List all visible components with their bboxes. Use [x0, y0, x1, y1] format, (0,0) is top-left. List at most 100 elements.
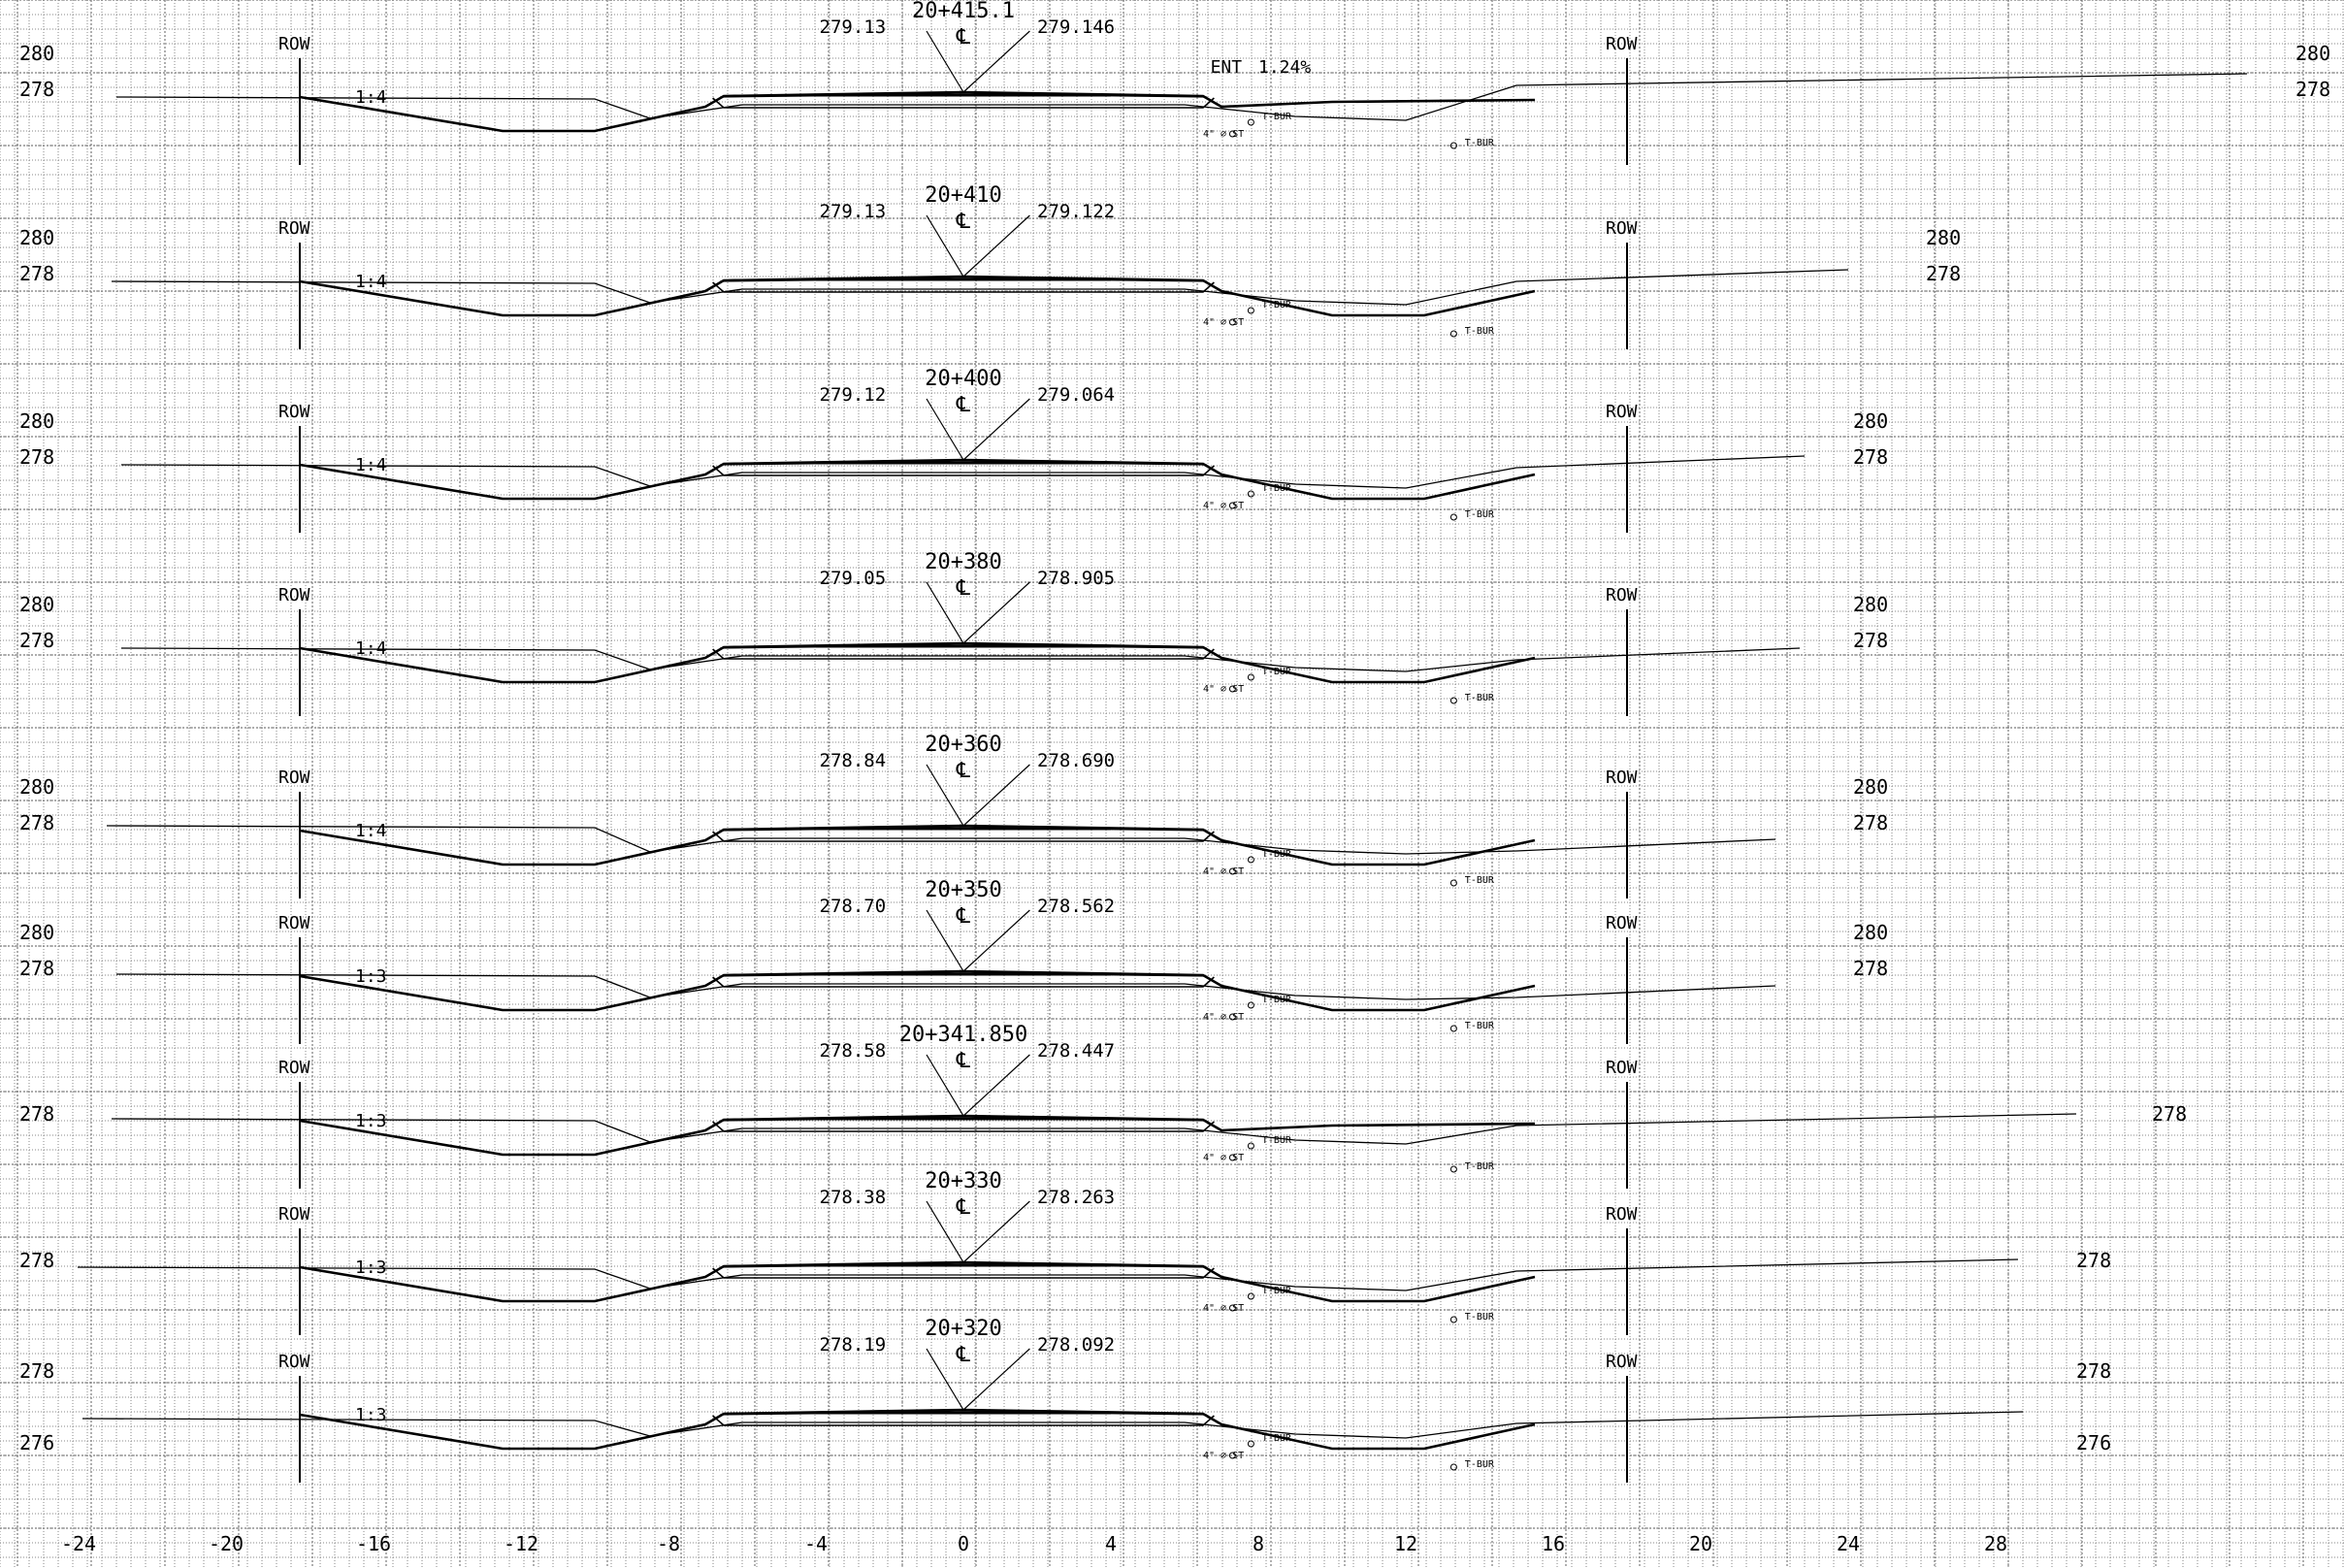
tbur-circle: [1449, 330, 1457, 338]
elevation-label-right: 278: [2076, 1359, 2111, 1383]
leader-left: [926, 214, 964, 278]
right-elevation: 278.092: [1037, 1334, 1115, 1356]
elevation-label-right: 278: [1926, 262, 1961, 285]
elevation-label-right: 280: [1853, 409, 1888, 433]
left-elevation: 278.38: [820, 1187, 887, 1208]
elevation-label-left: 278: [19, 629, 54, 652]
right-elevation: 279.146: [1037, 16, 1115, 38]
slope-label: 1:3: [355, 1111, 387, 1131]
slope-label: 1:4: [355, 272, 387, 292]
x-axis-tick-label: -4: [804, 1532, 828, 1555]
storm-pipe-label: 4" ⌀ ST: [1203, 1153, 1244, 1163]
leader-left: [926, 581, 964, 644]
elevation-label-right: 278: [1853, 629, 1888, 652]
row-label: ROW: [278, 913, 310, 933]
x-axis-tick-label: -16: [356, 1532, 391, 1555]
leader-right: [962, 909, 1030, 972]
elevation-label-left: 276: [19, 1431, 54, 1454]
centerline-symbol: ℄: [956, 576, 971, 601]
leader-left: [926, 1200, 964, 1263]
x-axis-tick-label: 0: [958, 1532, 969, 1555]
station-label: 20+320: [925, 1317, 1001, 1341]
tbur-label: T-BUR: [1465, 1021, 1495, 1031]
right-elevation: 278.690: [1037, 750, 1115, 771]
row-label: ROW: [1606, 1058, 1638, 1078]
elevation-label-left: 278: [19, 262, 54, 285]
x-axis-tick-label: 28: [1984, 1532, 2007, 1555]
row-label: ROW: [1606, 34, 1638, 54]
elevation-label-right: 280: [1853, 921, 1888, 944]
leader-left: [926, 1054, 964, 1117]
pipe-circle: [1228, 685, 1236, 693]
elevation-label-right: 276: [2076, 1431, 2111, 1454]
elevation-label-right: 278: [2295, 78, 2330, 101]
row-label: ROW: [278, 1058, 310, 1078]
x-axis-tick-label: 16: [1542, 1532, 1565, 1555]
storm-pipe-label: 4" ⌀ ST: [1203, 129, 1244, 140]
elevation-label-right: 278: [1853, 445, 1888, 469]
right-elevation: 278.447: [1037, 1040, 1115, 1062]
row-label: ROW: [278, 1204, 310, 1225]
tbur-circle: [1449, 879, 1457, 887]
left-elevation: 279.05: [820, 568, 887, 589]
left-elevation: 279.13: [820, 16, 887, 38]
existing-ground: [120, 455, 1806, 489]
leader-right: [962, 30, 1030, 93]
tbur-circle: [1449, 142, 1457, 149]
elevation-label-right: 278: [1853, 957, 1888, 980]
elevation-label-right: 278: [2076, 1249, 2111, 1272]
station-label: 20+350: [925, 878, 1001, 902]
storm-pipe-label: 4" ⌀ ST: [1203, 317, 1244, 328]
row-label: ROW: [1606, 218, 1638, 239]
tbur-label: T-BUR: [1262, 483, 1292, 494]
elevation-label-left: 280: [19, 42, 54, 65]
pipe-circle: [1228, 502, 1236, 509]
pipe-circle: [1247, 1292, 1254, 1300]
pipe-circle: [1247, 673, 1254, 681]
x-axis-tick-label: -8: [657, 1532, 680, 1555]
pipe-circle: [1228, 1452, 1236, 1459]
pipe-circle: [1247, 118, 1254, 126]
pipe-circle: [1247, 1142, 1254, 1150]
elevation-label-right: 278: [2152, 1102, 2187, 1126]
slope-label: 1:4: [355, 87, 387, 108]
pavement-base: [712, 1121, 1215, 1132]
leader-right: [962, 214, 1030, 278]
elevation-label-right: 280: [1853, 775, 1888, 799]
leader-right: [962, 398, 1030, 461]
leader-right: [962, 764, 1030, 827]
pavement-base: [712, 831, 1215, 842]
elevation-label-left: 280: [19, 593, 54, 616]
tbur-circle: [1449, 1463, 1457, 1471]
tbur-label: T-BUR: [1465, 693, 1495, 703]
row-label: ROW: [1606, 402, 1638, 422]
right-elevation: 279.122: [1037, 201, 1115, 222]
x-axis-tick-label: -24: [61, 1532, 96, 1555]
tbur-label: T-BUR: [1465, 875, 1495, 886]
tbur-label: T-BUR: [1465, 1312, 1495, 1323]
pipe-circle: [1247, 856, 1254, 864]
x-axis-tick-label: 12: [1394, 1532, 1417, 1555]
elevation-label-left: 278: [19, 1249, 54, 1272]
elevation-label-left: 278: [19, 811, 54, 834]
slope-label: 1:4: [355, 638, 387, 659]
tbur-circle: [1449, 697, 1457, 704]
row-label: ROW: [278, 218, 310, 239]
elevation-label-left: 280: [19, 775, 54, 799]
row-label: ROW: [1606, 585, 1638, 605]
row-label: ROW: [1606, 1204, 1638, 1225]
storm-pipe-label: 4" ⌀ ST: [1203, 501, 1244, 511]
slope-label: 1:4: [355, 455, 387, 475]
station-label: 20+400: [925, 367, 1001, 391]
pavement-base: [712, 1267, 1215, 1279]
pipe-circle: [1247, 307, 1254, 314]
station-label: 20+341.850: [899, 1023, 1027, 1047]
